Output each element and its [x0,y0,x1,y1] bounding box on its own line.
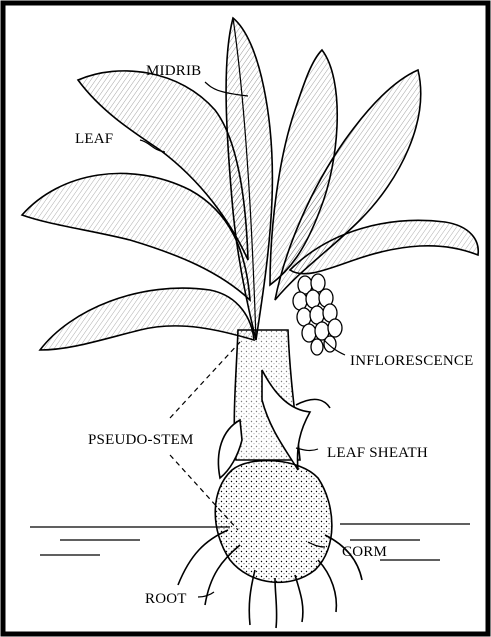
label-leaf: LEAF [75,131,113,147]
label-inflorescence: INFLORESCENCE [350,353,473,369]
label-corm: CORM [342,544,387,560]
label-pseudo-stem: PSEUDO-STEM [88,432,194,448]
label-leaf-sheath: LEAF SHEATH [327,445,428,461]
label-midrib: MIDRIB [146,63,201,79]
label-root: ROOT [145,591,187,607]
corm [215,461,332,583]
